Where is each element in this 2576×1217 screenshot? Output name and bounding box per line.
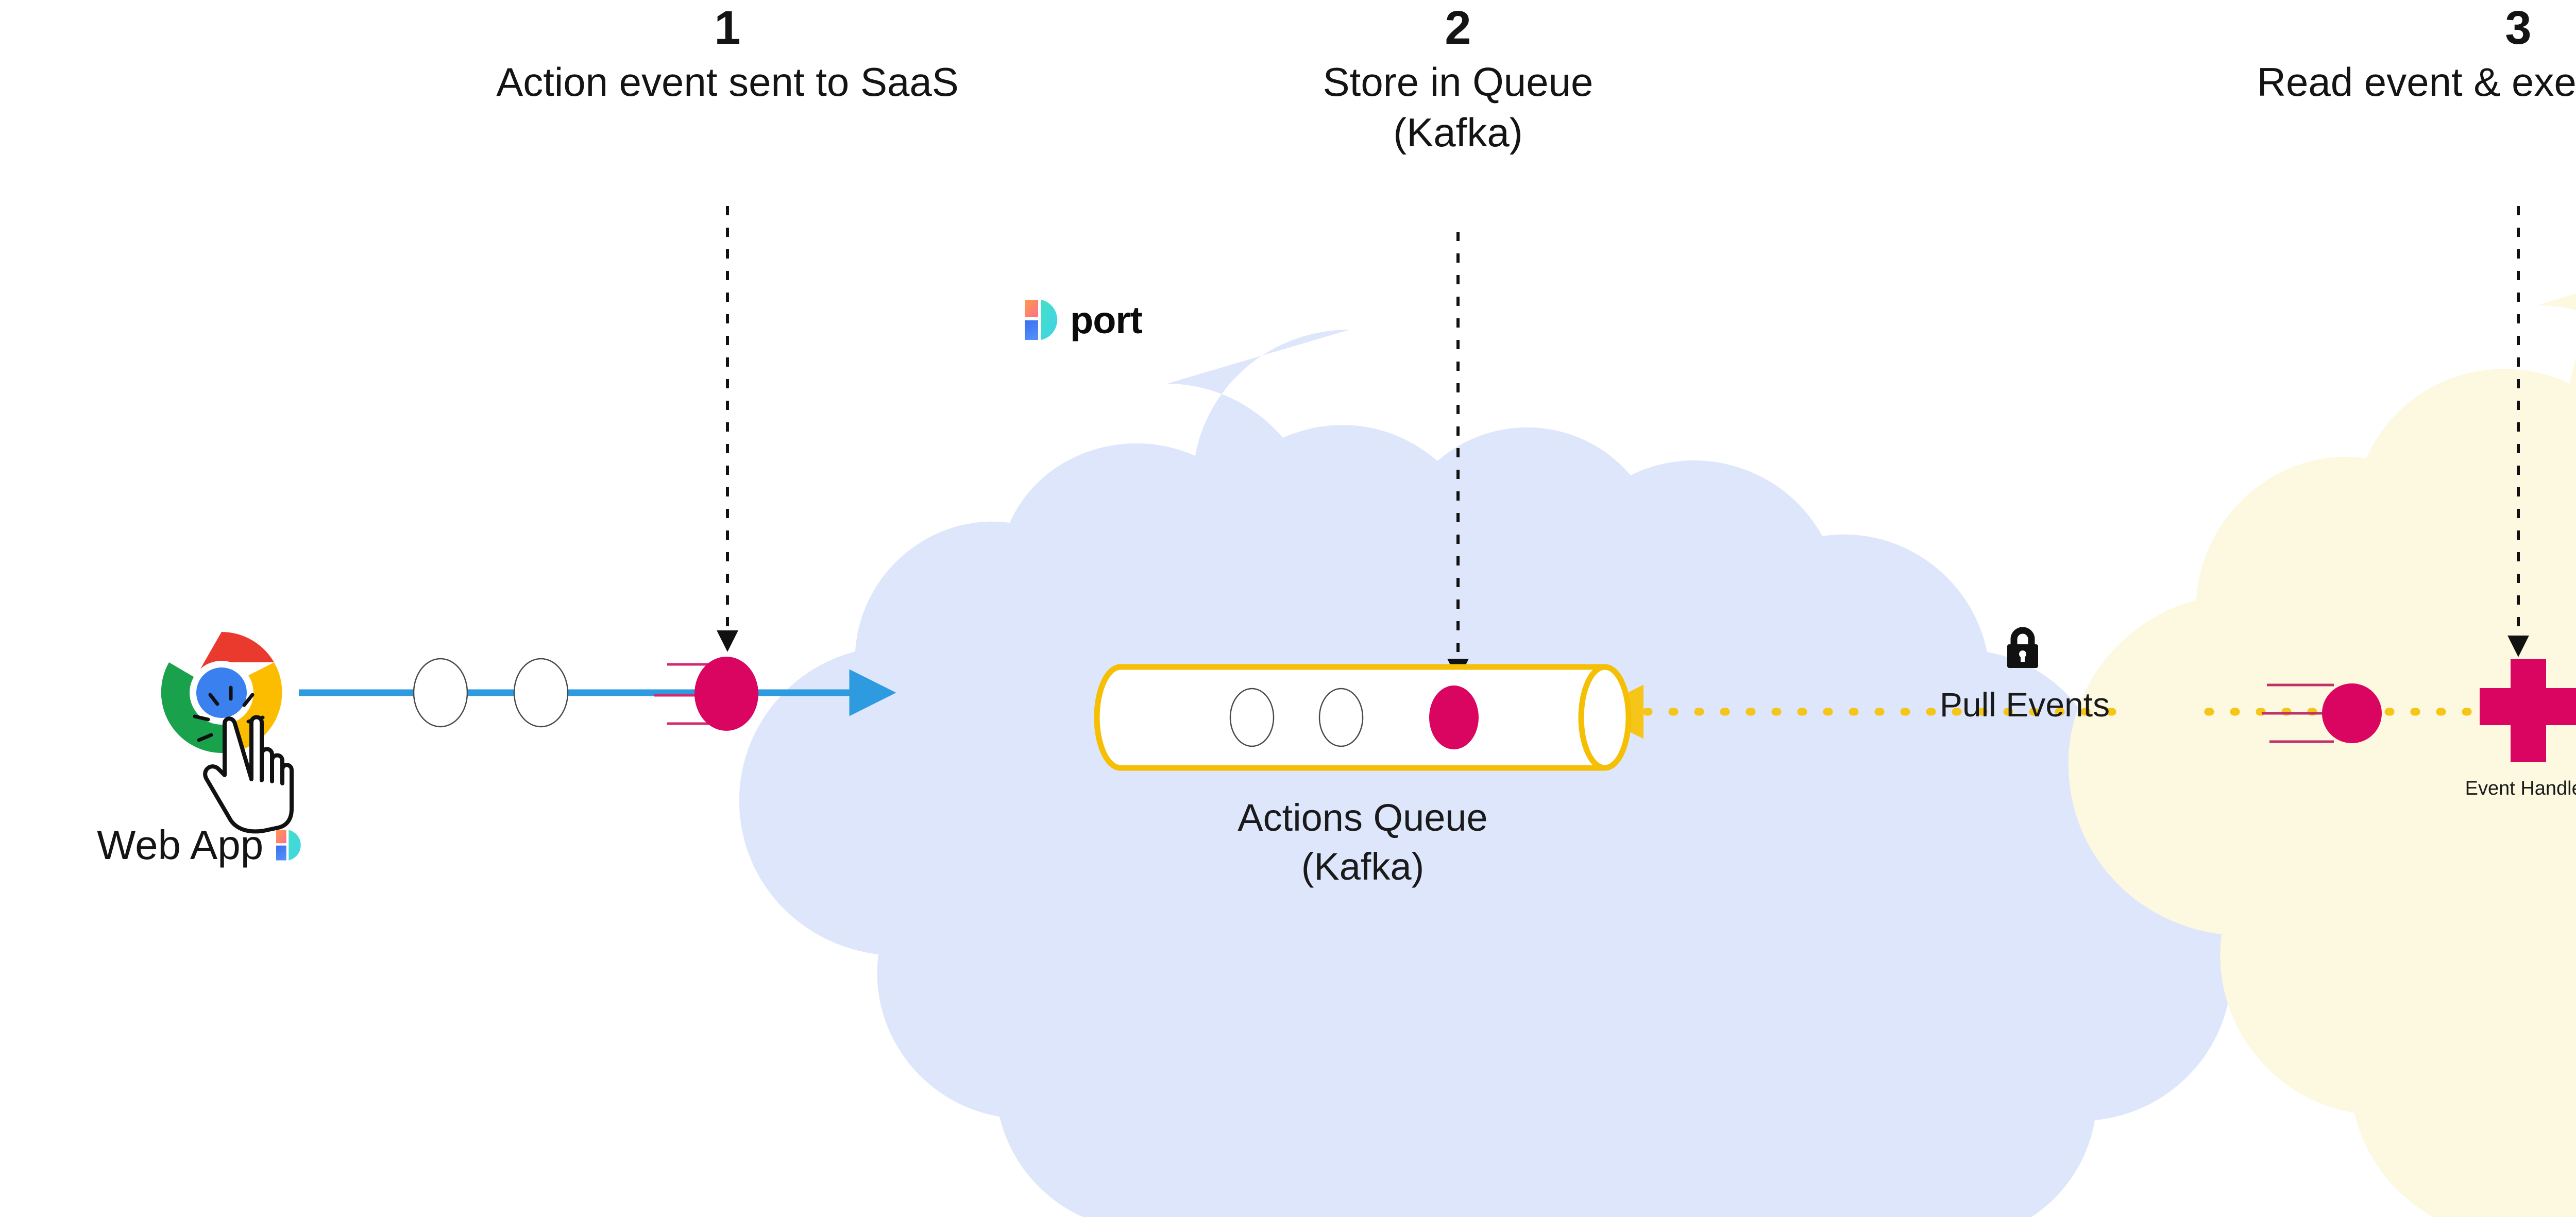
queue-bubble-empty <box>513 658 569 728</box>
pull-events-label: Pull Events <box>1939 685 2110 724</box>
step-3-text: Read event & execute runner <box>2257 59 2576 105</box>
step-2-number: 2 <box>1445 2 1471 54</box>
step-2-text-line2: (Kafka) <box>1393 110 1523 155</box>
event-dot-pulled <box>2322 683 2382 743</box>
queue-bubble-empty <box>413 658 468 728</box>
step-1-number: 1 <box>714 2 741 54</box>
hand-pointer-icon <box>193 685 294 834</box>
step-3-number: 3 <box>2505 2 2532 54</box>
port-wordmark: port <box>1070 298 1143 341</box>
webapp-label: Web App <box>97 822 264 868</box>
saas-cloud-shape <box>739 330 2232 1217</box>
event-dot-in-transit <box>694 657 758 731</box>
step-2-text-line1: Store in Queue <box>1323 59 1594 105</box>
lock-icon <box>2007 627 2038 668</box>
step-1-text: Action event sent to SaaS <box>496 59 959 105</box>
actions-queue-label-line2: (Kafka) <box>1301 845 1425 888</box>
port-mark-icon <box>276 830 301 861</box>
port-mark-icon <box>1025 300 1058 340</box>
database-cylinder-icon <box>1094 664 1632 771</box>
queue-slot-empty <box>1229 688 1275 747</box>
port-brand-logo: port <box>1023 298 1143 342</box>
cross-plus-icon <box>2480 659 2576 762</box>
runner-cloud-shape <box>2068 293 2576 1217</box>
queue-slot-filled <box>1429 685 1479 749</box>
event-handler-label: Event Handler <box>2465 778 2576 799</box>
webapp-caption: Web App <box>97 821 303 869</box>
actions-queue-label-line1: Actions Queue <box>1238 796 1488 839</box>
queue-slot-empty <box>1318 688 1364 747</box>
